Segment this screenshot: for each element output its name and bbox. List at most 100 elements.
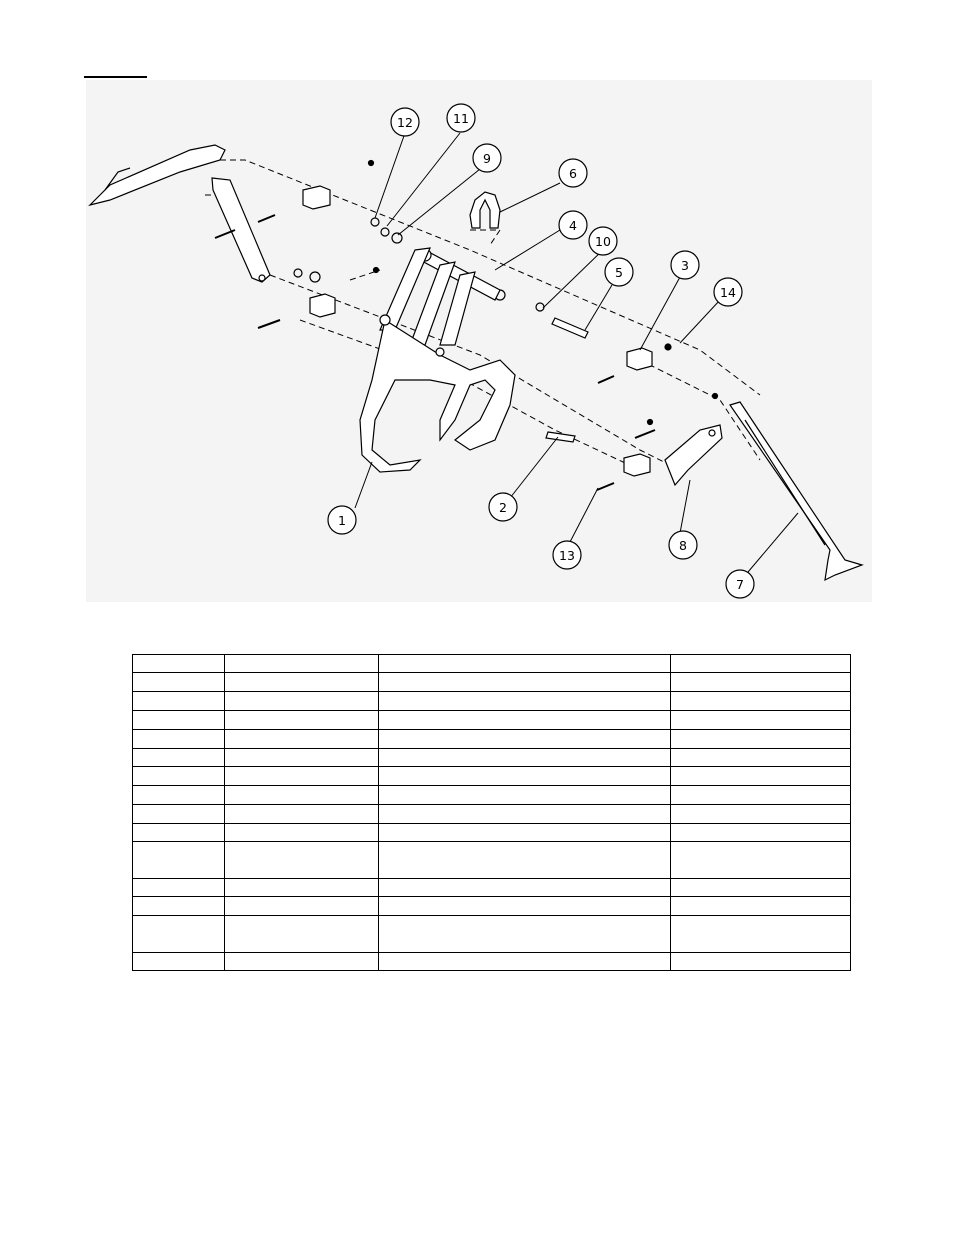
callout-2: 2 [499,500,507,515]
table-cell [224,896,379,916]
table-row [132,729,851,749]
lever-arm-right [729,401,864,582]
table-row [132,766,851,786]
table-cell [224,878,379,897]
table-cell [224,841,379,879]
table-cell [132,654,225,673]
table-cell [378,878,671,897]
table-cell [670,729,851,749]
table-row [132,748,851,767]
table-cell [132,691,225,711]
table-cell [224,823,379,842]
table-cell [378,804,671,824]
table-row [132,804,851,824]
table-cell [132,748,225,767]
callout-7: 7 [736,577,744,592]
hanger-plates [379,247,476,346]
table-cell [132,729,225,749]
lever-arm-left [88,144,271,283]
table-cell [224,729,379,749]
callout-1: 1 [338,513,346,528]
table-cell [670,896,851,916]
table-cell [378,729,671,749]
link-bar [664,424,723,487]
table-cell [670,672,851,692]
callout-numbers: 1 2 3 4 5 6 7 8 9 10 11 12 13 14 [338,111,744,592]
table-row [132,878,851,897]
table-cell [224,952,379,971]
table-cell [224,766,379,786]
table-cell [670,878,851,897]
table-cell [378,823,671,842]
table-cell [224,710,379,730]
table-cell [224,748,379,767]
parts-table-body [132,654,851,971]
grapple-tongs [359,314,516,473]
table-cell [670,691,851,711]
table-row [132,654,851,673]
callout-9: 9 [483,151,491,166]
table-cell [378,748,671,767]
table-cell [378,654,671,673]
drawing-svg: 1 2 3 4 5 6 7 8 9 10 11 12 13 14 [88,103,864,599]
callout-6: 6 [569,166,577,181]
table-cell [132,841,225,879]
callout-5: 5 [615,265,623,280]
table-cell [670,785,851,805]
table-cell [378,915,671,953]
table-cell [378,952,671,971]
callout-3: 3 [681,258,689,273]
table-cell [670,748,851,767]
table-row [132,691,851,711]
table-cell [132,710,225,730]
table-cell [224,804,379,824]
table-row [132,841,851,879]
table-cell [224,691,379,711]
table-cell [670,804,851,824]
table-row [132,785,851,805]
table-cell [378,841,671,879]
table-cell [132,785,225,805]
table-cell [670,823,851,842]
callout-12: 12 [397,115,413,130]
bushing-blocks [302,185,653,477]
callout-14: 14 [720,285,736,300]
callout-10: 10 [595,234,611,249]
callout-11: 11 [453,111,469,126]
table-cell [670,952,851,971]
table-cell [224,672,379,692]
table-row [132,823,851,842]
table-cell [132,766,225,786]
callout-8: 8 [679,538,687,553]
table-cell [132,915,225,953]
table-row [132,672,851,692]
table-cell [378,672,671,692]
table-cell [670,654,851,673]
callout-leaders [354,132,799,573]
table-cell [378,766,671,786]
table-cell [224,785,379,805]
table-cell [670,915,851,953]
bolts [214,214,656,491]
callout-13: 13 [559,548,575,563]
exploded-parts-drawing: 1 2 3 4 5 6 7 8 9 10 11 12 13 14 [86,80,872,602]
header-underline [84,76,147,78]
table-cell [132,878,225,897]
table-row [132,952,851,971]
table-cell [132,804,225,824]
table-cell [132,952,225,971]
shackle [469,191,501,229]
table-row [132,710,851,730]
table-cell [132,672,225,692]
callout-balloons [327,103,755,599]
table-cell [378,710,671,730]
table-cell [378,691,671,711]
table-row [132,915,851,953]
table-cell [378,785,671,805]
table-cell [378,896,671,916]
parts-table [132,654,851,971]
table-cell [132,896,225,916]
callout-4: 4 [569,218,577,233]
table-cell [224,915,379,953]
pivot-pin [545,317,589,443]
